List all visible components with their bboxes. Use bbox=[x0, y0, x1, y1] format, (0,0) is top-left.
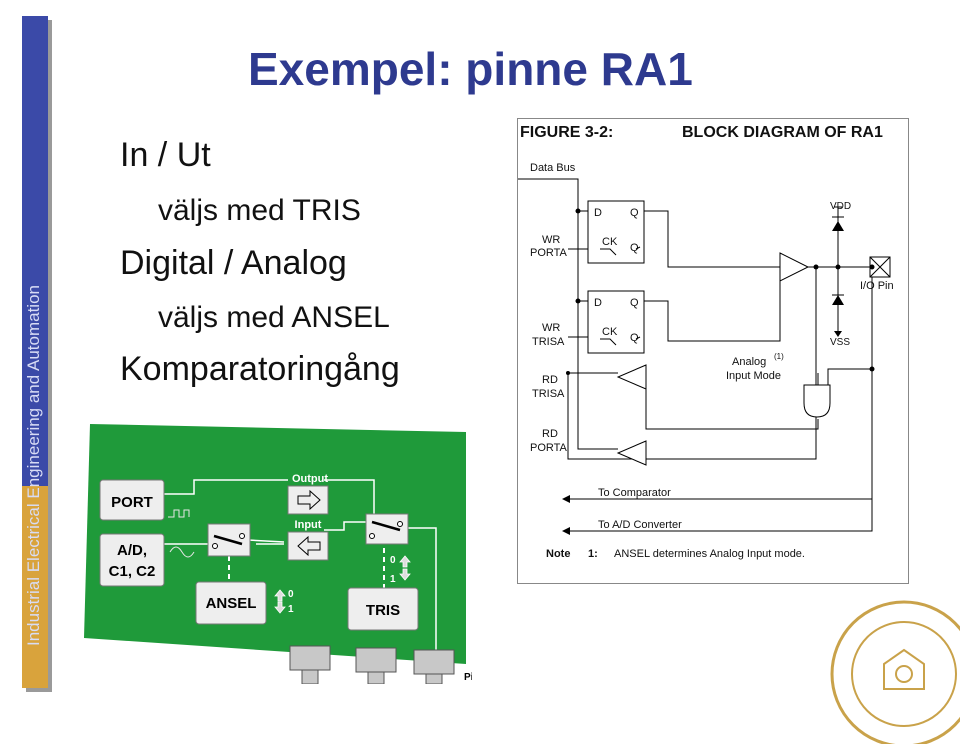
sidebar-caption-part1: Industrial bbox=[24, 572, 43, 646]
wr-trisa-label-1: WR bbox=[542, 322, 560, 334]
figure-label: FIGURE 3-2: bbox=[520, 124, 613, 141]
rd-trisa-label-1: RD bbox=[542, 374, 558, 386]
input-label: Input bbox=[295, 519, 322, 531]
rd-trisa-label-2: TRISA bbox=[532, 388, 565, 400]
university-seal-logo bbox=[830, 600, 960, 744]
ansel-one: 1 bbox=[288, 604, 294, 615]
bullet-digital-analog: Digital / Analog bbox=[120, 244, 347, 282]
analog-wave bbox=[169, 546, 195, 558]
port-label: PORT bbox=[111, 494, 153, 511]
block-wires bbox=[518, 178, 873, 532]
porta-latch-ck: CK bbox=[602, 236, 618, 248]
tris-box bbox=[347, 587, 419, 631]
input-arrow-icon bbox=[297, 535, 321, 557]
tris-switch bbox=[365, 513, 409, 545]
port-box bbox=[99, 479, 165, 521]
ad-label: A/D, bbox=[117, 542, 147, 559]
wr-trisa-label-2: TRISA bbox=[532, 336, 565, 348]
io-pin-label: I/O Pin bbox=[860, 280, 894, 292]
sidebar-bar: Industrial Electrical Engineering and Au… bbox=[22, 16, 52, 692]
note-label: Note bbox=[546, 548, 570, 560]
rd-porta-label-2: PORTA bbox=[530, 442, 568, 454]
ansel-up-icon bbox=[274, 589, 286, 602]
ansel-box bbox=[195, 581, 267, 625]
tris-switch-lever bbox=[371, 520, 401, 532]
digital-wave bbox=[168, 509, 190, 518]
trisa-latch-qbar: Q bbox=[630, 332, 639, 344]
sidebar-blue-segment bbox=[22, 16, 48, 486]
sidebar-gold-segment bbox=[22, 486, 48, 688]
porta-latch bbox=[587, 200, 645, 264]
porta-read-buffer bbox=[616, 440, 647, 466]
output-driver bbox=[779, 252, 810, 282]
pin-label: Pin bbox=[464, 672, 472, 683]
rd-porta-label-1: RD bbox=[542, 428, 558, 440]
bullet-in-ut: In / Ut bbox=[120, 136, 211, 174]
tris-zero: 0 bbox=[390, 555, 396, 566]
c1c2-label: C1, C2 bbox=[109, 563, 156, 580]
output-buffer bbox=[287, 485, 329, 515]
sidebar-caption-part2: Electrical Engineering and Automation bbox=[24, 285, 43, 573]
porta-latch-qbar: Q bbox=[630, 242, 639, 254]
to-adc-label: To A/D Converter bbox=[598, 519, 682, 531]
and-gate bbox=[803, 384, 831, 418]
vss-diode bbox=[832, 295, 844, 305]
latches bbox=[587, 200, 645, 354]
trisa-latch bbox=[587, 290, 645, 354]
tris-one: 1 bbox=[390, 574, 396, 585]
tris-down-icon bbox=[399, 568, 411, 581]
porta-latch-q: Q bbox=[630, 207, 639, 219]
ra1-block-diagram: FIGURE 3-2: BLOCK DIAGRAM OF RA1 Data Bu… bbox=[517, 118, 909, 584]
sub-bullet-ansel: väljs med ANSEL bbox=[158, 301, 390, 334]
ic-pins bbox=[289, 645, 455, 684]
data-bus-label: Data Bus bbox=[530, 162, 576, 174]
analog-label: Analog bbox=[732, 356, 766, 368]
sub-bullet-tris: väljs med TRIS bbox=[158, 194, 361, 227]
slide-title: Exempel: pinne RA1 bbox=[248, 43, 693, 95]
wr-porta-label-1: WR bbox=[542, 234, 560, 246]
trisa-latch-ck: CK bbox=[602, 326, 618, 338]
output-arrow-icon bbox=[297, 489, 321, 511]
output-label: Output bbox=[292, 473, 328, 485]
trisa-latch-q: Q bbox=[630, 297, 639, 309]
analog-superscript: (1) bbox=[774, 352, 784, 361]
ansel-switch-lever bbox=[213, 534, 243, 546]
figure-title: BLOCK DIAGRAM OF RA1 bbox=[682, 124, 883, 141]
tris-up-icon bbox=[399, 555, 411, 568]
to-comparator-label: To Comparator bbox=[598, 487, 671, 499]
bullet-komparator: Komparatoringång bbox=[120, 350, 400, 388]
note-number: 1: bbox=[588, 548, 598, 560]
ansel-label: ANSEL bbox=[206, 595, 257, 612]
trisa-latch-d: D bbox=[594, 297, 602, 309]
porta-latch-d: D bbox=[594, 207, 602, 219]
port-circuit-board: PORT A/D, C1, C2 Output Input ANSEL 0 1 … bbox=[84, 424, 472, 684]
vdd-diode bbox=[832, 221, 844, 231]
ad-box bbox=[99, 533, 165, 587]
trisa-read-buffer bbox=[616, 364, 647, 390]
wr-porta-label-2: PORTA bbox=[530, 247, 568, 259]
vss-label: VSS bbox=[830, 337, 850, 348]
ansel-zero: 0 bbox=[288, 589, 294, 600]
ansel-down-icon bbox=[274, 601, 286, 614]
sidebar-caption: Industrial Electrical Engineering and Au… bbox=[24, 86, 44, 646]
note-text: ANSEL determines Analog Input mode. bbox=[614, 548, 805, 560]
tris-label: TRIS bbox=[366, 602, 400, 619]
input-mode-label: Input Mode bbox=[726, 370, 781, 382]
